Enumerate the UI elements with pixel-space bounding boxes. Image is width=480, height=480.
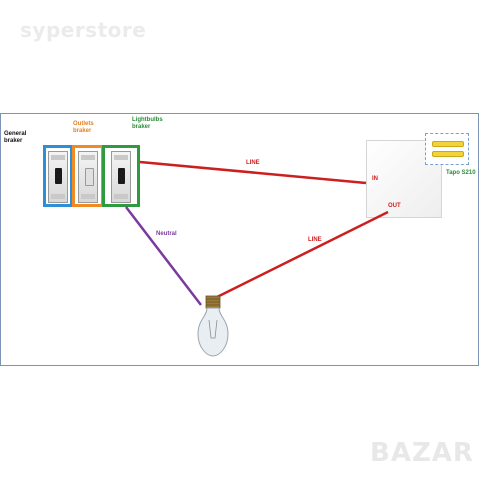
line-wire-top: [139, 160, 367, 185]
watermark-text: syperstore: [20, 18, 147, 42]
in-label: IN: [372, 176, 378, 182]
outlets-breaker-label: Outlets braker: [73, 121, 94, 134]
neutral-label: Neutral: [156, 231, 177, 237]
line-label-bottom: LINE: [308, 237, 322, 243]
general-breaker-frame: [43, 145, 73, 207]
lightbulbs-breaker-frame: [102, 145, 140, 207]
line-label-top: LINE: [246, 160, 260, 166]
tapo-label: Tapo S210: [446, 170, 476, 176]
out-label: OUT: [388, 203, 401, 209]
lightbulbs-breaker-label: Lightbulbs braker: [132, 117, 163, 130]
tapo-device-icon: [425, 133, 469, 165]
line-wire-bottom: [206, 210, 389, 304]
brand-logo: BAZAR: [370, 438, 474, 468]
circuit-breaker-icon: [48, 151, 68, 203]
neutral-wire: [125, 206, 202, 306]
lightbulb-icon: [197, 295, 229, 357]
circuit-breaker-icon: [111, 151, 131, 203]
circuit-breaker-icon: [78, 151, 98, 203]
general-breaker-label: General braker: [4, 131, 27, 144]
